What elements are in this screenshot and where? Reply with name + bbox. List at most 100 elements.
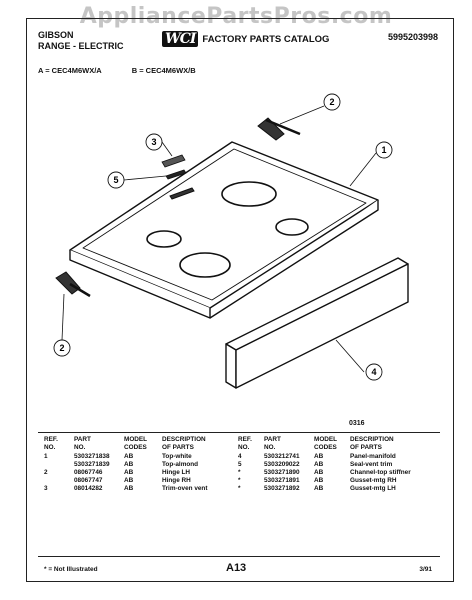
- table-row: 1 5303271838 AB Top-white: [44, 453, 211, 461]
- table-row: 08067747 AB Hinge RH: [44, 477, 211, 485]
- table-row: * 5303271892 AB Gusset-mtg LH: [238, 485, 415, 493]
- table-row: 5303271839 AB Top-almond: [44, 461, 211, 469]
- cell-codes: AB: [314, 477, 324, 484]
- cell-ref: [44, 461, 74, 469]
- header-part-2: NO.: [264, 443, 276, 451]
- footer-rule: [38, 556, 440, 557]
- cell-ref: *: [238, 477, 241, 484]
- cell-desc: Seal-vent trim: [350, 461, 393, 468]
- cell-desc: Panel-manifold: [350, 453, 396, 460]
- cell-part: 5303271838: [74, 453, 110, 460]
- table-row: * 5303271890 AB Channel-top stiffner: [238, 469, 415, 477]
- cell-codes: AB: [124, 477, 134, 484]
- header-desc-2: OF PARTS: [350, 443, 382, 451]
- header-model-2: CODES: [314, 443, 337, 451]
- cell-desc: Hinge RH: [162, 477, 191, 484]
- page-frame: [26, 18, 454, 582]
- model-a: A = CEC4M6WX/A: [38, 66, 102, 75]
- cooktop-part-1: [69, 141, 379, 319]
- callout-2-top: 2: [329, 97, 334, 107]
- cell-desc: Hinge LH: [162, 469, 191, 476]
- cell-part: 08014282: [74, 485, 103, 492]
- table-top-rule: [38, 432, 440, 433]
- cell-part: 08067746: [74, 469, 103, 476]
- model-b: B = CEC4M6WX/B: [131, 66, 196, 75]
- cell-codes: AB: [314, 485, 324, 492]
- cell-part: 5303271891: [264, 477, 300, 484]
- callout-2-bottom: 2: [59, 343, 64, 353]
- vent-slot: [169, 187, 195, 200]
- catalog-number: 5995203998: [387, 32, 438, 42]
- header-ref-2: NO.: [44, 443, 56, 451]
- cell-desc: Channel-top stiffner: [350, 469, 411, 476]
- header-part: PART: [74, 436, 91, 443]
- cell-desc: Top-almond: [162, 461, 199, 468]
- cell-codes: AB: [314, 461, 324, 468]
- header-ref-2: NO.: [238, 443, 250, 451]
- cell-codes: AB: [124, 461, 134, 468]
- header-ref: REF.: [238, 436, 252, 443]
- header-part-2: NO.: [74, 443, 86, 451]
- figure-code: 0316: [349, 420, 365, 427]
- vent-seal-part-5: [165, 169, 187, 180]
- cell-desc: Gusset-mtg LH: [350, 485, 396, 492]
- cell-part: 5303271890: [264, 469, 300, 476]
- header-model: MODEL: [124, 436, 148, 443]
- header-desc: DESCRIPTION: [350, 436, 394, 443]
- callout-circles: [53, 93, 393, 381]
- table-row: 2 08067746 AB Hinge LH: [44, 469, 211, 477]
- cell-part: 08067747: [74, 477, 103, 484]
- callout-4: 4: [371, 367, 376, 377]
- watermark: AppliancePartsPros.com: [79, 4, 393, 29]
- cell-ref: *: [238, 469, 241, 476]
- callout-5: 5: [113, 175, 118, 185]
- manifold-panel-part-4: [225, 257, 409, 389]
- header-part: PART: [264, 436, 281, 443]
- cell-desc: Trim-oven vent: [162, 485, 208, 492]
- cell-part: 5303271839: [74, 461, 110, 468]
- hinge-right-part-2: [257, 117, 301, 141]
- catalog-title: FACTORY PARTS CATALOG: [202, 33, 330, 45]
- cell-ref: 5: [238, 461, 242, 468]
- cell-desc: Top-white: [162, 453, 192, 460]
- cell-codes: AB: [124, 469, 134, 476]
- header-left: GIBSON RANGE - ELECTRIC: [38, 30, 124, 52]
- cell-ref: *: [238, 485, 241, 492]
- cell-codes: AB: [124, 485, 134, 492]
- footnote: * = Not Illustrated: [44, 566, 98, 573]
- callout-3: 3: [151, 137, 156, 147]
- wci-logo: WCI: [162, 31, 199, 47]
- cell-codes: AB: [124, 453, 134, 460]
- cell-part: 5303271892: [264, 485, 300, 492]
- cell-ref: 3: [44, 485, 48, 492]
- header-model: MODEL: [314, 436, 338, 443]
- table-row: 5 5303209022 AB Seal-vent trim: [238, 461, 415, 469]
- header-center: WCI FACTORY PARTS CATALOG: [162, 31, 329, 47]
- leader-lines: [61, 105, 377, 373]
- callout-1: 1: [381, 145, 386, 155]
- model-list: A = CEC4M6WX/A B = CEC4M6WX/B: [38, 66, 196, 75]
- header-model-2: CODES: [124, 443, 147, 451]
- cell-desc: Gusset-mtg RH: [350, 477, 397, 484]
- cell-part: 5303209022: [264, 461, 300, 468]
- cell-ref: 1: [44, 453, 48, 460]
- revision-date: 3/91: [419, 566, 432, 573]
- brand-name: GIBSON: [38, 30, 74, 40]
- product-type: RANGE - ELECTRIC: [38, 41, 124, 51]
- oven-vent-trim-part-3: [161, 154, 186, 168]
- cell-codes: AB: [314, 453, 324, 460]
- cell-ref: 2: [44, 469, 48, 476]
- header-ref: REF.: [44, 436, 58, 443]
- table-row: 3 08014282 AB Trim-oven vent: [44, 485, 211, 493]
- cell-codes: AB: [314, 469, 324, 476]
- cell-part: 5303212741: [264, 453, 300, 460]
- cell-ref: [44, 477, 74, 485]
- table-row: * 5303271891 AB Gusset-mtg RH: [238, 477, 415, 485]
- page-number: A13: [226, 562, 247, 574]
